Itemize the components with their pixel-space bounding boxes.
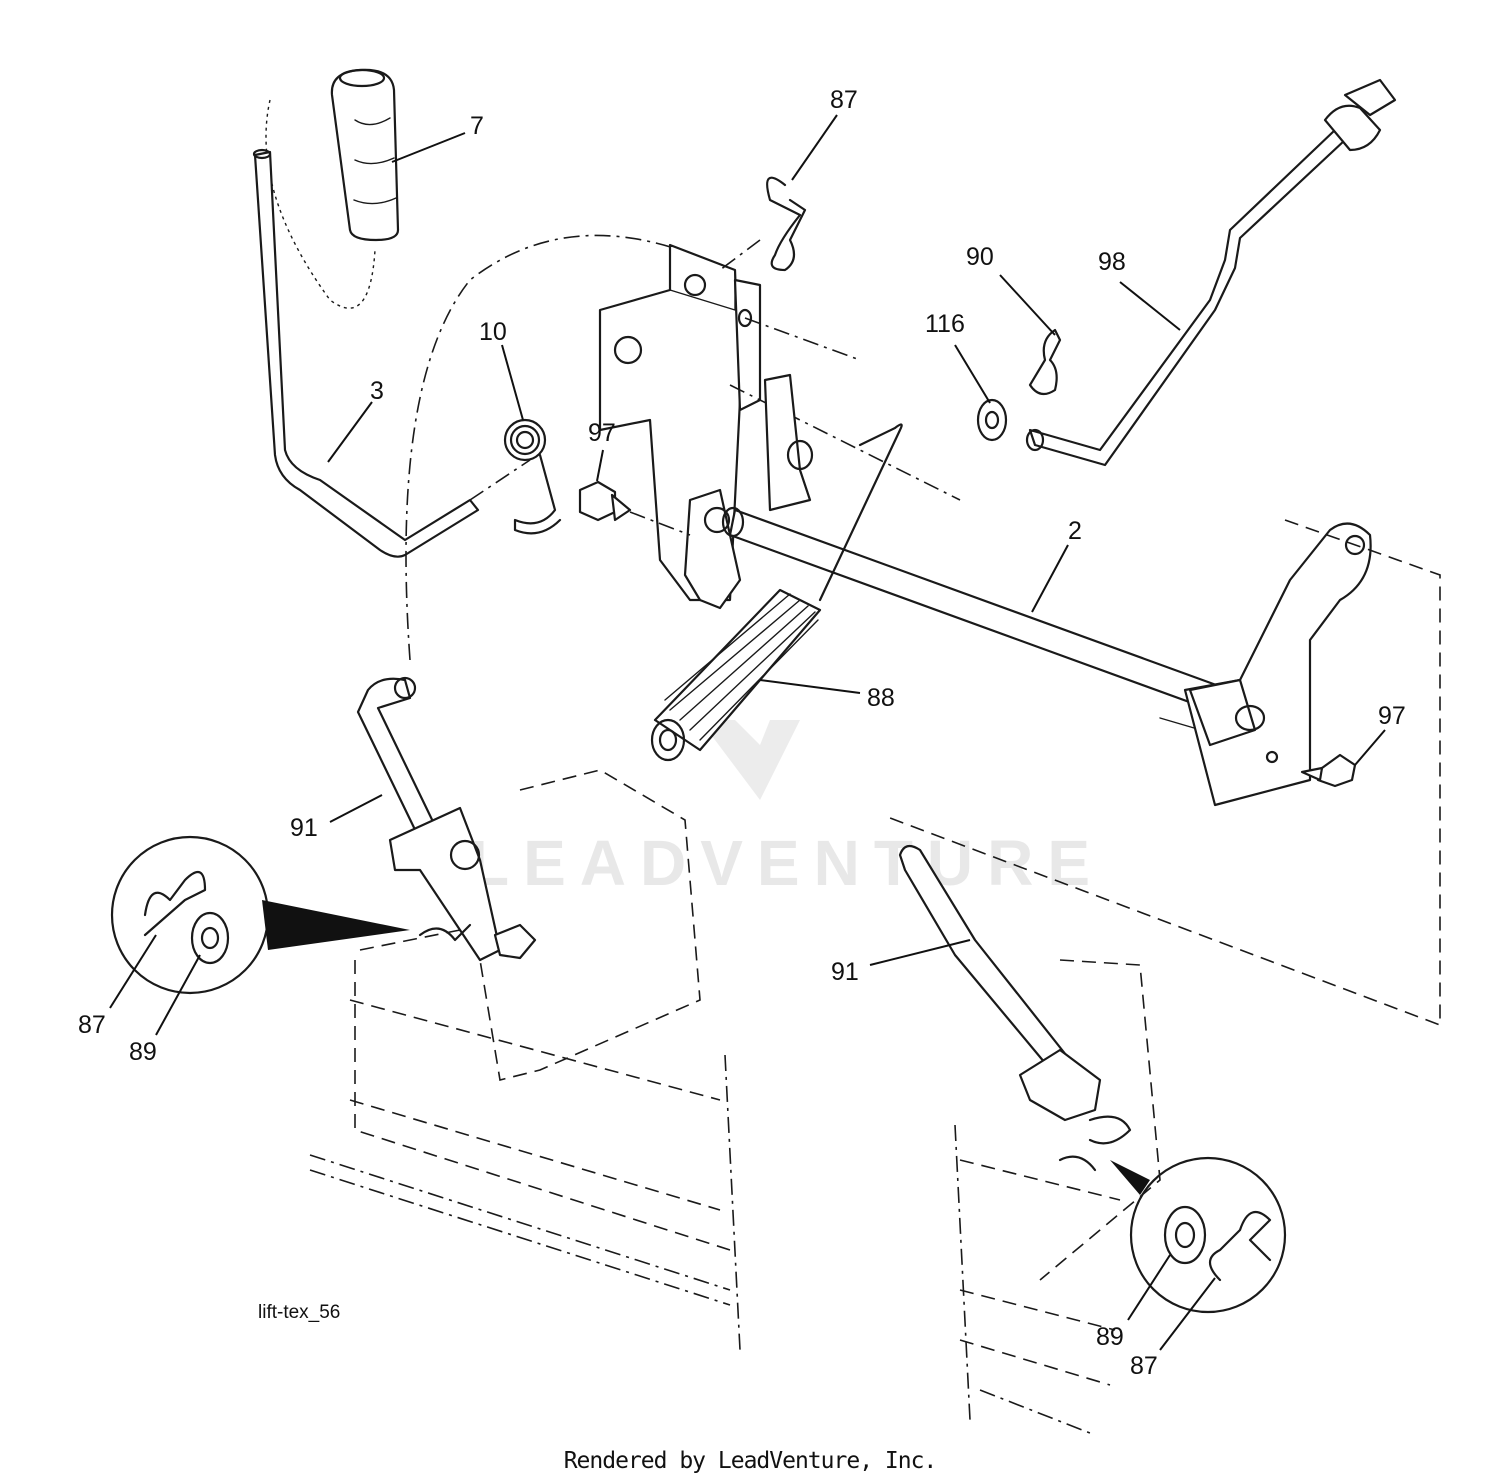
callout-116: 116 bbox=[925, 310, 991, 404]
detail-bubble-right bbox=[1110, 1156, 1287, 1314]
callout-3: 3 bbox=[327, 377, 384, 463]
bolt-97-left bbox=[578, 480, 691, 536]
callout-89-left: 89 bbox=[129, 954, 201, 1066]
callout-90: 90 bbox=[966, 243, 1056, 336]
svg-text:89: 89 bbox=[129, 1038, 157, 1066]
lift-link-right bbox=[898, 844, 1161, 1436]
svg-text:89: 89 bbox=[1096, 1323, 1124, 1351]
svg-text:2: 2 bbox=[1068, 517, 1082, 545]
deck-bracket-left bbox=[309, 769, 741, 1351]
clip-90 bbox=[1028, 328, 1062, 396]
lift-link-left bbox=[356, 676, 537, 962]
svg-text:97: 97 bbox=[1378, 702, 1406, 730]
lift-handle bbox=[252, 148, 531, 558]
svg-text:91: 91 bbox=[831, 958, 859, 986]
watermark: LEADVENTURE bbox=[470, 720, 1104, 899]
svg-text:98: 98 bbox=[1098, 248, 1126, 276]
callout-97-right: 97 bbox=[1354, 702, 1406, 766]
callouts: 7 87 90 98 116 10 3 97 bbox=[78, 86, 1406, 1380]
svg-text:3: 3 bbox=[370, 377, 384, 405]
lift-arm-right bbox=[889, 519, 1441, 1027]
svg-text:10: 10 bbox=[479, 318, 507, 346]
detail-bubble-left bbox=[110, 835, 410, 995]
callout-98: 98 bbox=[1098, 248, 1181, 331]
callout-87-top: 87 bbox=[791, 86, 858, 181]
svg-text:88: 88 bbox=[867, 684, 895, 712]
callout-87-right: 87 bbox=[1130, 1277, 1216, 1380]
height-adjust-rod bbox=[1025, 78, 1397, 467]
callout-7: 7 bbox=[391, 112, 484, 163]
callout-89-right: 89 bbox=[1096, 1254, 1171, 1351]
svg-text:7: 7 bbox=[470, 112, 484, 140]
callout-87-left: 87 bbox=[78, 934, 157, 1039]
clip-pin-87-top bbox=[719, 176, 807, 272]
callout-91-left: 91 bbox=[290, 794, 383, 842]
callout-91-right: 91 bbox=[831, 939, 971, 986]
watermark-text: LEADVENTURE bbox=[470, 827, 1104, 899]
callout-10: 10 bbox=[479, 318, 524, 421]
torsion-spring bbox=[503, 418, 562, 535]
svg-text:90: 90 bbox=[966, 243, 994, 271]
svg-text:116: 116 bbox=[925, 310, 965, 338]
washer-116 bbox=[976, 398, 1008, 442]
svg-text:87: 87 bbox=[78, 1011, 106, 1039]
callout-2: 2 bbox=[1031, 517, 1082, 613]
footer-credit: Rendered by LeadVenture, Inc. bbox=[563, 1448, 938, 1474]
svg-text:91: 91 bbox=[290, 814, 318, 842]
extension-spring bbox=[650, 423, 903, 762]
handle-grip bbox=[265, 68, 400, 309]
svg-text:87: 87 bbox=[1130, 1352, 1158, 1380]
svg-text:97: 97 bbox=[588, 419, 616, 447]
callout-88: 88 bbox=[759, 679, 895, 712]
diagram-reference-label: lift-tex_56 bbox=[258, 1302, 341, 1323]
main-bracket bbox=[598, 243, 961, 610]
svg-text:87: 87 bbox=[830, 86, 858, 114]
bolt-97-right bbox=[1300, 753, 1357, 788]
callout-97-left: 97 bbox=[588, 419, 616, 482]
